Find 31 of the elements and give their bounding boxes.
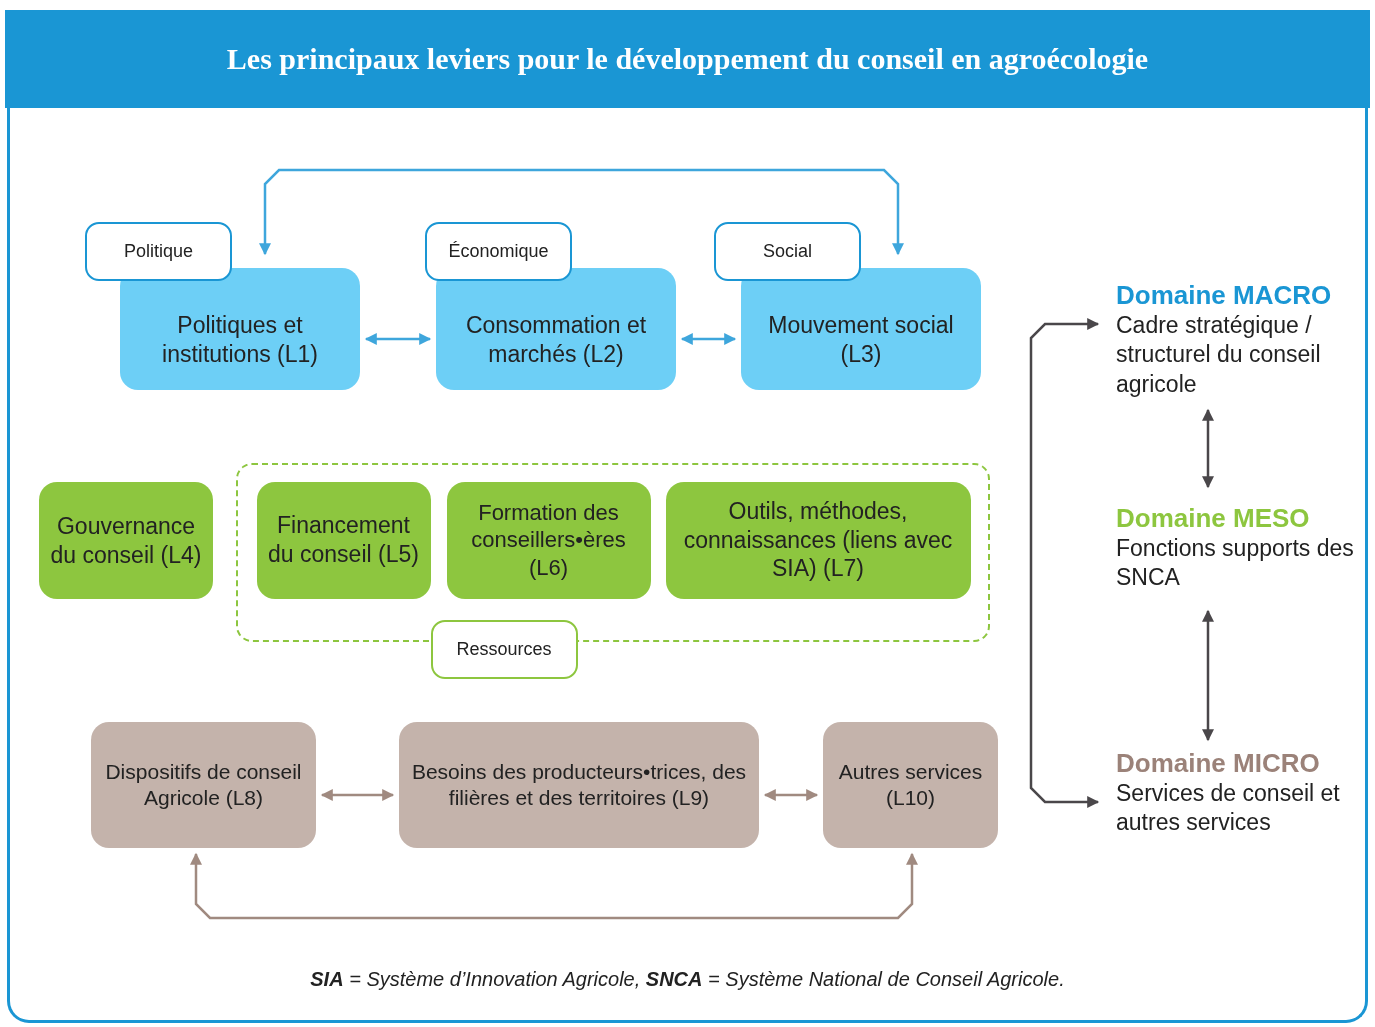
category-tab: Social xyxy=(714,222,861,281)
double-arrow xyxy=(259,168,904,256)
diagram-title: Les principaux leviers pour le développement du conseil en agroécologie xyxy=(226,42,1149,76)
double-arrow xyxy=(364,333,432,345)
double-arrow xyxy=(763,789,819,801)
lever-box: Consommation et marchés (L2) xyxy=(436,268,676,390)
lever-box: Besoins des producteurs•trices, des filières et des territoires (L9) xyxy=(399,722,759,848)
double-arrow xyxy=(680,333,737,345)
caption: SIA = Système d’Innovation Agricole, SNCA = Système National de Conseil Agricole. xyxy=(309,968,1066,991)
double-arrow xyxy=(1029,318,1100,808)
double-arrow xyxy=(320,789,395,801)
domain-description: Services de conseil et autres services xyxy=(1116,779,1341,838)
lever-box: Outils, méthodes, connaissances (liens avec SIA) (L7) xyxy=(665,481,971,599)
lever-box: Mouvement social (L3) xyxy=(741,268,981,390)
lever-box: Gouvernance du conseil (L4) xyxy=(39,482,213,599)
lever-box: Financement du conseil (L5) xyxy=(256,481,431,599)
lever-box: Autres services (L10) xyxy=(823,722,998,848)
lever-box: Formation des conseillers•ères (L6) xyxy=(446,481,651,599)
domain-description: Cadre stratégique / structurel du conseil agricole xyxy=(1116,311,1322,399)
category-tab: Politique xyxy=(85,222,232,281)
domain-heading: Domaine MICRO xyxy=(1116,748,1320,780)
lever-box: Dispositifs de conseil Agricole (L8) xyxy=(91,722,316,848)
domain-description: Fonctions supports des SNCA xyxy=(1116,534,1355,593)
lever-box: Politiques et institutions (L1) xyxy=(120,268,360,390)
double-arrow xyxy=(1202,609,1214,742)
double-arrow xyxy=(1202,408,1214,489)
category-tab: Économique xyxy=(425,222,572,281)
group-label: Ressources xyxy=(430,619,578,679)
double-arrow xyxy=(190,852,918,920)
domain-heading: Domaine MESO xyxy=(1116,503,1310,535)
domain-heading: Domaine MACRO xyxy=(1116,280,1332,312)
